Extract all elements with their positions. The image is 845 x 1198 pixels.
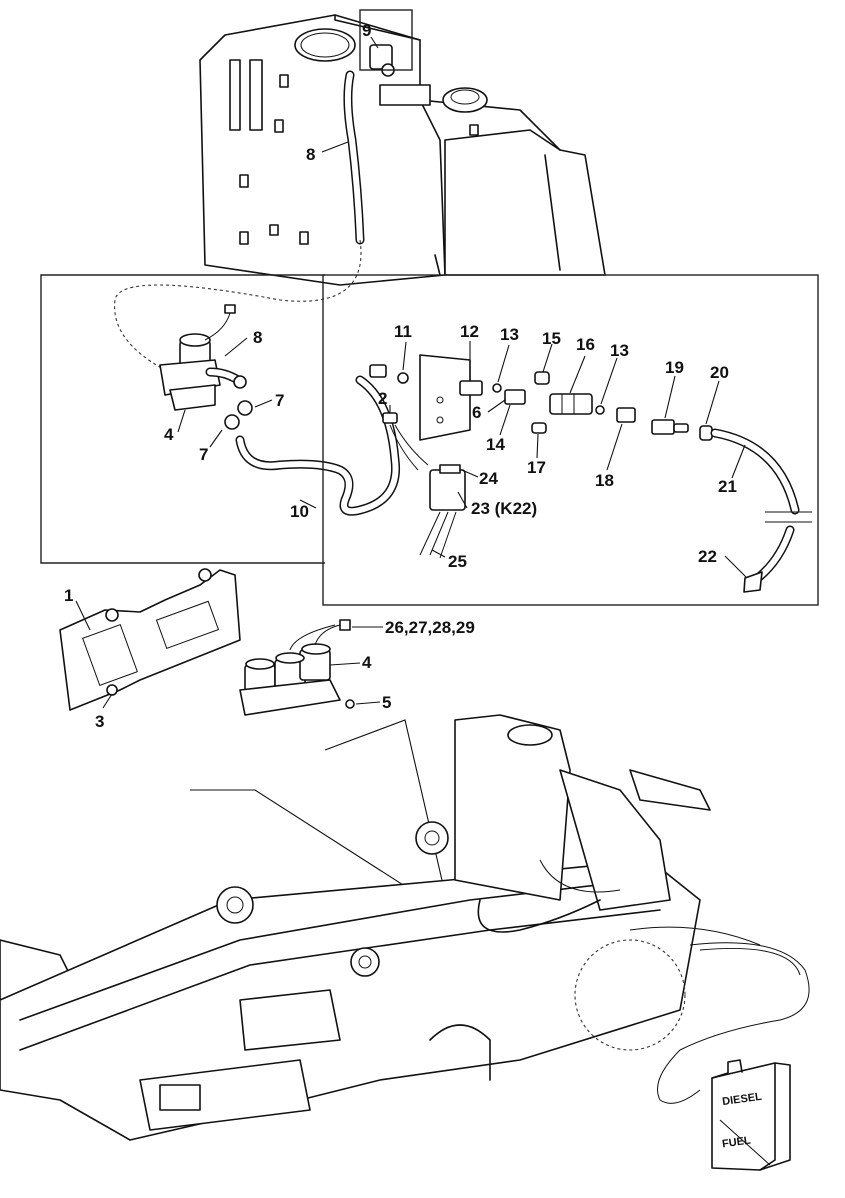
- callout-20: 20: [710, 363, 729, 382]
- callout-4-inset: 4: [164, 425, 174, 444]
- callout-7-a: 7: [275, 391, 284, 410]
- fuel-can-label-fuel: FUEL: [721, 1135, 751, 1151]
- fuel-tank: [199, 9, 606, 286]
- callout-6: 6: [472, 403, 481, 422]
- fuel-can: [657, 942, 810, 1171]
- callout-21: 21: [718, 477, 737, 496]
- callout-12: 12: [460, 322, 479, 341]
- fuel-can-label-diesel: DIESEL: [722, 1091, 763, 1108]
- callout-labels: 9 8 8 7 7 4 10 11 12 13 15 16 13 19 20 2…: [64, 21, 763, 1150]
- callout-11: 11: [394, 322, 412, 341]
- callout-9: 9: [362, 21, 371, 40]
- callout-4-bracket: 4: [362, 653, 372, 672]
- callout-13-a: 13: [500, 325, 519, 344]
- callout-18: 18: [595, 471, 614, 490]
- callout-3: 3: [95, 712, 104, 731]
- callout-10: 10: [290, 502, 309, 521]
- fitting-detail-inset: [322, 274, 819, 606]
- callout-14: 14: [486, 435, 505, 454]
- callout-17: 17: [527, 458, 546, 477]
- callout-8-top: 8: [306, 145, 315, 164]
- machine-chassis: [0, 714, 761, 1141]
- pump-detail-inset: [40, 274, 401, 564]
- callout-22: 22: [698, 547, 717, 566]
- callout-23: 23 (K22): [471, 499, 537, 518]
- callout-24: 24: [479, 469, 498, 488]
- callout-25: 25: [448, 552, 467, 571]
- callout-2: 2: [378, 389, 387, 408]
- callout-16: 16: [576, 335, 595, 354]
- callout-5: 5: [382, 693, 391, 712]
- callout-7-b: 7: [199, 445, 208, 464]
- callout-8-inset: 8: [253, 328, 262, 347]
- callout-13-b: 13: [610, 341, 629, 360]
- callout-19: 19: [665, 358, 684, 377]
- callout-26-29: 26,27,28,29: [385, 618, 475, 637]
- callout-15: 15: [542, 329, 561, 348]
- callout-1: 1: [64, 586, 73, 605]
- mounting-bracket: [59, 568, 383, 716]
